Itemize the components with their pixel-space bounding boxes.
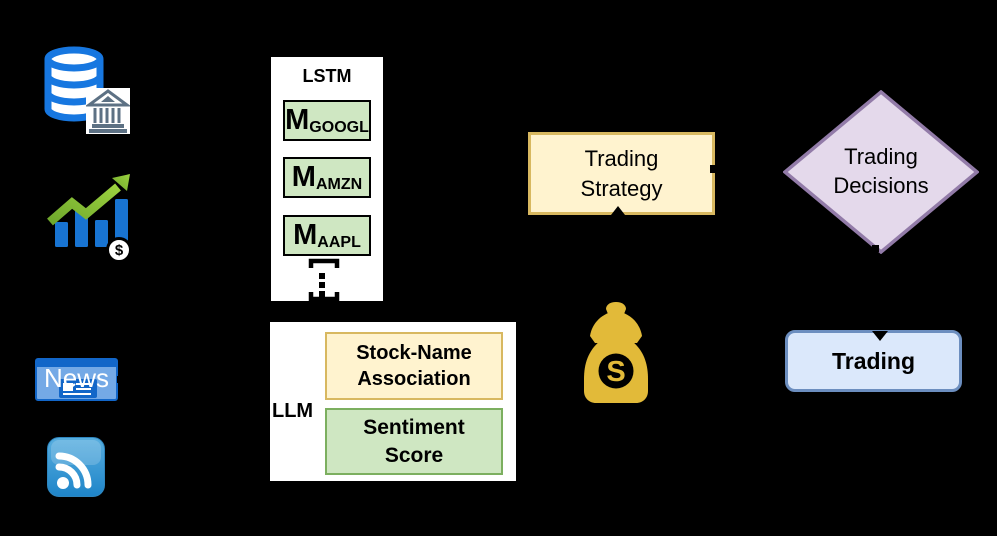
connector-stub [872,245,879,252]
model-symbol: M [285,104,310,136]
stock-name-association-line1: Stock-Name [356,342,472,364]
model-symbol: M [291,161,316,193]
ellipsis-more-marker-icon [308,258,340,302]
bank-icon [84,88,132,134]
sentiment-score-box: Sentiment Score [325,408,503,475]
stock-chart-icon [47,174,130,247]
connector-stub [710,165,715,173]
stock-name-association-line2: Association [357,368,471,390]
trading-strategy-line2: Strategy [580,175,663,201]
sentiment-score-line2: Score [384,443,444,467]
news-icon: News [35,358,118,401]
trading-strategy-box: Trading Strategy [528,132,715,215]
llm-title: LLM [272,400,314,422]
arrowhead-down-icon [872,331,888,341]
trading-decisions-label: Trading Decisions [783,90,979,254]
arrowhead-up-icon [611,206,625,215]
trading-decisions-line2: Decisions [833,173,929,198]
rss-icon [47,437,105,497]
lstm-title: LSTM [302,66,352,86]
trading-label: Trading [831,347,916,374]
money-bag-symbol: S [606,356,625,388]
sentiment-score-line1: Sentiment [363,416,465,440]
trading-decisions-diamond [783,90,979,254]
model-symbol: M [293,219,318,251]
dollar-badge-icon: $ [106,237,132,263]
newspaper-glyph-icon [59,379,97,398]
trading-decisions-line1: Trading [844,144,918,170]
news-icon-topbar [37,360,116,367]
news-label: News [43,363,109,393]
money-bag-icon: S [584,302,648,403]
trading-strategy-line1: Trading [584,146,659,172]
connector-stub [117,376,122,383]
model-ticker: GOOGL [309,119,369,136]
model-ticker: AMZN [315,176,363,193]
model-ticker: AAPL [317,234,361,251]
stock-name-association-box: Stock-Name Association [325,332,503,400]
